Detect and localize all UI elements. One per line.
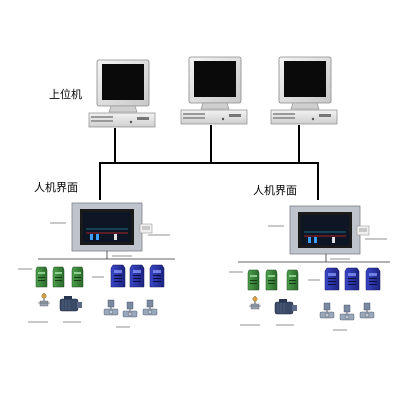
ac-power-unit-icon xyxy=(356,225,370,236)
fieldbus-caption-mark xyxy=(330,258,350,260)
panel-caption-mark xyxy=(50,222,66,224)
valve-icon xyxy=(359,302,375,319)
desktop-computer-icon xyxy=(270,56,338,125)
valve-icon xyxy=(122,301,138,318)
module-caption-mark xyxy=(18,268,32,270)
fieldbus-caption-mark xyxy=(112,255,132,257)
io-module-icon xyxy=(247,269,260,291)
motor-icon xyxy=(274,298,298,315)
device-caption-mark xyxy=(276,324,294,326)
sensor-icon xyxy=(37,292,51,307)
unit-caption-mark xyxy=(148,234,170,236)
io-module-icon xyxy=(149,264,165,288)
hmi-panel-icon xyxy=(71,202,143,252)
label-hmi-left: 人机界面 xyxy=(34,180,78,194)
io-module-icon xyxy=(286,269,299,291)
io-module-icon xyxy=(129,264,145,288)
panel-caption-mark xyxy=(268,225,284,227)
label-upper: 上位机 xyxy=(49,87,82,101)
device-caption-mark xyxy=(333,329,347,331)
desktop-computer-icon xyxy=(180,56,248,125)
station-left xyxy=(18,202,175,328)
label-hmi-right: 人机界面 xyxy=(253,183,297,197)
device-caption-mark xyxy=(28,321,48,323)
computer-3 xyxy=(270,56,338,125)
device-caption-mark xyxy=(240,324,260,326)
valve-icon xyxy=(103,299,119,316)
device-caption-mark xyxy=(116,326,130,328)
motor-icon xyxy=(59,295,83,312)
ac-power-unit-icon xyxy=(139,223,153,234)
network-bus xyxy=(99,125,319,200)
valve-icon xyxy=(339,304,355,321)
io-module-icon xyxy=(365,267,381,291)
io-module-icon xyxy=(344,267,360,291)
module-caption-mark xyxy=(92,276,104,278)
computer-2 xyxy=(180,56,248,125)
module-caption-mark xyxy=(308,279,320,281)
valve-icon xyxy=(319,302,335,319)
module-caption-mark xyxy=(229,271,243,273)
sensor-icon xyxy=(248,295,262,310)
io-module-icon xyxy=(110,264,126,288)
unit-caption-mark xyxy=(365,238,387,240)
station-right xyxy=(229,205,390,331)
device-caption-mark xyxy=(63,321,81,323)
computer-1 xyxy=(88,59,156,128)
hmi-panel-icon xyxy=(289,205,361,255)
desktop-computer-icon xyxy=(88,59,156,128)
io-module-icon xyxy=(52,266,65,288)
io-module-icon xyxy=(71,266,84,288)
io-module-icon xyxy=(324,267,340,291)
io-module-icon xyxy=(265,269,278,291)
io-module-icon xyxy=(35,266,48,288)
valve-icon xyxy=(142,299,158,316)
